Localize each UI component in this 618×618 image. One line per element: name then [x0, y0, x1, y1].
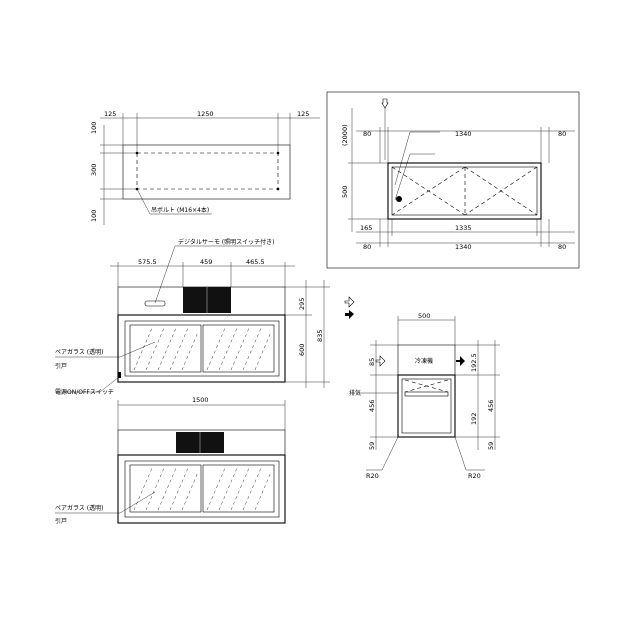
front-view: 575.5 459 465.5 295 600 835 デジタルサーモ (照明ス… [55, 238, 330, 396]
dim-inner-w: 1335 [455, 224, 472, 232]
dim-height-total: (2000) [341, 124, 349, 146]
plan-cabinet-outer [387, 162, 542, 220]
plan-view: 80 1340 80 (2000) 500 165 1335 80 1340 8… [326, 91, 580, 269]
dim-r-right: R20 [468, 472, 481, 480]
label-drain: 排気 [349, 389, 361, 397]
dim-h1: 295 [298, 298, 306, 310]
side-in-arrow-icon [375, 355, 386, 367]
top-view-outline [122, 144, 291, 200]
dim-side-width: 500 [418, 312, 430, 320]
dim-bot-l: 80 [363, 243, 371, 251]
dim-width: 1250 [197, 110, 214, 118]
plan-drain-mark [396, 196, 402, 202]
dim-depth: 500 [341, 186, 349, 198]
side-view: 500 冷凍機 85 456 59 排気 192.5 192 456 59 R2… [344, 296, 500, 480]
dim-top-l: 80 [363, 130, 371, 138]
dim-inner-l: 165 [360, 224, 372, 232]
label-back-glass: ペアガラス (透明) [55, 504, 103, 512]
dim-d-mid: 300 [90, 164, 98, 176]
power-switch [118, 372, 121, 378]
airflow-out-arrow-icon [345, 310, 354, 319]
dim-back-width: 1500 [192, 396, 209, 404]
label-power: 電源ON/OFFスイッチ [55, 388, 114, 396]
direction-arrow-icon [381, 98, 389, 109]
back-view: 1500 ペアガラス (透明) 引戸 [55, 396, 286, 525]
dim-top-mid: 1340 [455, 130, 472, 138]
dim-h-top-r: 192.5 [470, 353, 478, 372]
bolt-mark [276, 187, 280, 191]
plan-frame [326, 91, 580, 269]
airflow-in-arrow-icon [344, 296, 355, 308]
dim-d-bot: 100 [90, 210, 98, 222]
dim-bot-r: 80 [558, 243, 566, 251]
thermo-panel [144, 300, 166, 307]
dim-h-bot: 59 [368, 442, 376, 450]
dim-h-mid-r: 192 [470, 413, 478, 425]
dim-r-left: R20 [366, 472, 379, 480]
label-unit: 冷凍機 [415, 357, 433, 365]
dim-bot-mid: 1340 [455, 243, 472, 251]
dim-top-r: 80 [558, 130, 566, 138]
back-door-right [202, 464, 275, 513]
dim-h-mid: 456 [368, 400, 376, 412]
side-cabinet [397, 374, 456, 438]
dim-h-bot-r: 59 [487, 442, 495, 450]
side-out-arrow-icon [456, 356, 465, 366]
top-view: 125 1250 125 100 300 100 吊ボルト (M16×4本) [90, 110, 320, 225]
dim-h-total: 835 [316, 330, 324, 342]
dim-w3: 465.5 [246, 258, 265, 266]
front-door-left [129, 324, 202, 373]
label-glass: ペアガラス (透明) [55, 348, 103, 356]
dim-h-right: 456 [487, 400, 495, 412]
bolt-layout-dashed [136, 152, 279, 190]
label-thermo: デジタルサーモ (照明スイッチ付き) [178, 238, 274, 246]
dim-h-top: 85 [368, 358, 376, 366]
back-cabinet [117, 454, 286, 524]
bolt-callout: 吊ボルト (M16×4本) [151, 206, 209, 214]
dim-left: 125 [104, 110, 116, 118]
label-door: 引戸 [55, 362, 67, 370]
plan-cabinet-inner [391, 166, 538, 216]
dim-h2: 600 [298, 344, 306, 356]
front-door-right [202, 324, 275, 373]
dim-w1: 575.5 [138, 258, 157, 266]
front-cabinet [117, 314, 286, 383]
back-door-left [129, 464, 202, 513]
dim-d-top: 100 [90, 122, 98, 134]
dim-right: 125 [297, 110, 309, 118]
label-back-door: 引戸 [55, 517, 67, 525]
dim-w2: 459 [200, 258, 212, 266]
